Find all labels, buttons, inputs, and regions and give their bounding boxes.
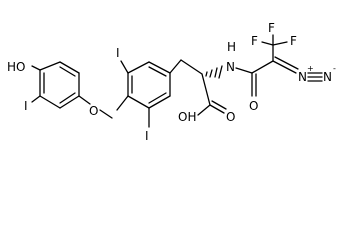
central-ring	[127, 61, 171, 109]
bond-carboxyl-oh	[197, 104, 211, 116]
atom-iodine-top: I	[116, 46, 120, 60]
bond-cf-right	[272, 41, 288, 46]
atom-fluorine-mid: F	[268, 21, 275, 35]
bond-carboxyl-double-o-2	[211, 100, 227, 110]
bond-phenol-oh	[31, 65, 41, 71]
atom-oxygen-carboxyl: O	[226, 110, 235, 124]
bond-alpha-to-carboxyl	[201, 73, 211, 106]
charge-minus: -	[333, 64, 336, 73]
atom-ho: HO	[7, 60, 25, 74]
atom-iodine-bottom: I	[145, 129, 149, 143]
atom-iodine-phenol: I	[24, 99, 28, 113]
atom-nitrogen-diazo-2: N	[323, 70, 332, 84]
bond-cdiazo-to-n-2	[274, 56, 299, 70]
bond-cf-left	[261, 41, 274, 46]
bond-carbonyl-to-cdiazo	[251, 60, 274, 74]
chemical-structure-diagram: HO I O I I H N O OH O F F F N N + -	[7, 21, 336, 143]
atom-oxygen-amide: O	[249, 99, 258, 113]
bond-carboxyl-double-o	[209, 104, 225, 114]
atom-oxygen-ether: O	[89, 104, 98, 118]
phenol-ring	[39, 61, 80, 109]
atom-fluorine-left: F	[251, 34, 258, 48]
atom-hydroxyl-carboxyl: OH	[178, 110, 196, 124]
bond-ether-left	[78, 95, 91, 105]
charge-plus: +	[307, 64, 314, 73]
bond-ring-iodine-top	[120, 60, 129, 74]
atom-nitrogen-diazo-1: N	[298, 70, 307, 84]
bond-ether-right	[99, 109, 113, 119]
bond-phenol-iodine	[31, 95, 41, 103]
bond-n-to-carbonyl	[235, 67, 253, 74]
bond-ring-to-ch2	[169, 59, 182, 74]
atom-hydrogen-amide: H	[227, 40, 236, 54]
bond-cdiazo-to-n	[272, 60, 297, 74]
atom-fluorine-right: F	[290, 34, 297, 48]
stereo-hash-bond	[205, 65, 223, 79]
bond-ch2-to-alpha	[180, 59, 203, 75]
atom-nitrogen-amide: N	[226, 60, 235, 74]
bond-ring-to-ether	[116, 95, 129, 111]
